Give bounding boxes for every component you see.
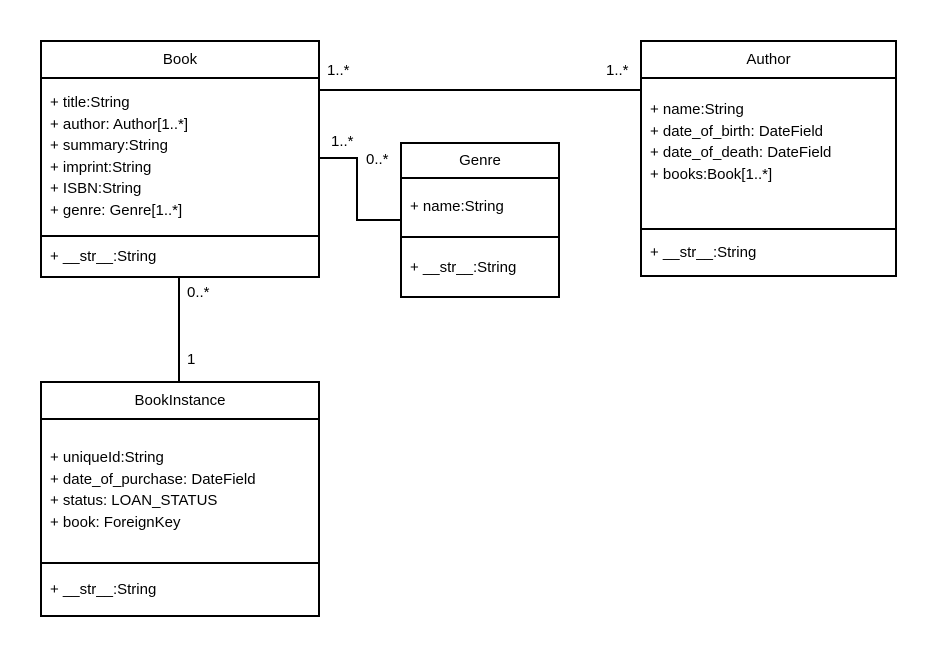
class-title-genre: Genre bbox=[402, 144, 558, 179]
attribute-row: + date_of_birth: DateField bbox=[650, 122, 824, 140]
author-attributes-section: + name:String + date_of_birth: DateField… bbox=[642, 79, 895, 228]
class-box-bookinstance: BookInstance + uniqueId:String + date_of… bbox=[40, 381, 320, 617]
genre-attributes-section: + name:String bbox=[402, 179, 558, 236]
method-row: + __str__:String bbox=[42, 235, 318, 276]
attribute-row: + book: ForeignKey bbox=[50, 513, 181, 531]
book-genre-association-segment-2 bbox=[356, 157, 358, 221]
book-attributes-section: + title:String + author: Author[1..*] + … bbox=[42, 79, 318, 235]
class-title-book: Book bbox=[42, 42, 318, 79]
class-title-bookinstance: BookInstance bbox=[42, 383, 318, 420]
attribute-row: + name:String bbox=[650, 101, 744, 118]
bookinstance-attributes-section: + uniqueId:String + date_of_purchase: Da… bbox=[42, 420, 318, 562]
multiplicity-label-author-end: 1..* bbox=[606, 62, 629, 79]
attribute-row: + date_of_death: DateField bbox=[650, 144, 832, 162]
attribute-row: + title:String bbox=[50, 94, 130, 111]
book-genre-association-segment-3 bbox=[356, 219, 400, 221]
class-box-genre: Genre + name:String + __str__:String bbox=[400, 142, 560, 298]
book-genre-association-segment-1 bbox=[320, 157, 358, 159]
attribute-row: + genre: Genre[1..*] bbox=[50, 201, 183, 219]
multiplicity-label-bookinstance-end: 1 bbox=[187, 351, 196, 368]
attribute-row: + uniqueId:String bbox=[50, 449, 164, 466]
attribute-row: + author: Author[1..*] bbox=[50, 115, 189, 133]
attribute-row: + name:String bbox=[410, 198, 504, 215]
attribute-row: + ISBN:String bbox=[50, 180, 142, 198]
multiplicity-label-book-end: 1..* bbox=[327, 62, 350, 79]
book-bookinstance-association-line bbox=[178, 278, 180, 381]
attribute-row: + summary:String bbox=[50, 137, 168, 155]
attribute-row: + books:Book[1..*] bbox=[650, 165, 773, 183]
method-row: + __str__:String bbox=[642, 228, 895, 275]
attribute-row: + imprint:String bbox=[50, 158, 152, 176]
multiplicity-label-book-end: 0..* bbox=[187, 284, 210, 301]
method-row: + __str__:String bbox=[42, 562, 318, 615]
book-author-association-line bbox=[320, 89, 640, 91]
attribute-row: + status: LOAN_STATUS bbox=[50, 492, 218, 510]
method-row: + __str__:String bbox=[402, 236, 558, 296]
multiplicity-label-book-end: 1..* bbox=[331, 133, 354, 150]
class-box-author: Author + name:String + date_of_birth: Da… bbox=[640, 40, 897, 277]
class-box-book: Book + title:String + author: Author[1..… bbox=[40, 40, 320, 278]
multiplicity-label-genre-end: 0..* bbox=[366, 151, 389, 168]
attribute-row: + date_of_purchase: DateField bbox=[50, 470, 256, 488]
class-title-author: Author bbox=[642, 42, 895, 79]
